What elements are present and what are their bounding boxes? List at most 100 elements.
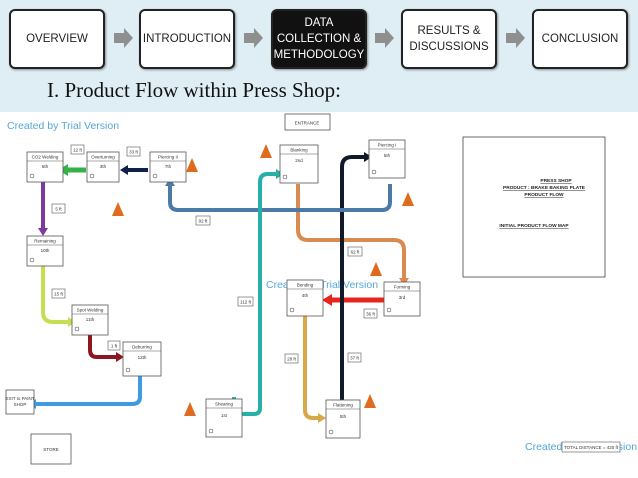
operator-icon [152,173,158,179]
chevron-right-icon [114,28,133,48]
operator-icon [386,307,392,313]
distance-text: 112 ft [240,300,252,305]
distance-label: 5 ft [51,203,66,214]
step-label: DATA COLLECTION & METHODOLOGY [274,15,365,63]
inventory-triangle-icon [364,394,376,408]
operator-icon [89,173,95,179]
station-piercing-1: Piercing I 5th [368,139,406,179]
distance-text: 1 ft [111,344,118,349]
distance-label: 62 ft [347,246,363,257]
inventory-triangle-icon [260,144,272,158]
section-heading: I. Product Flow within Press Shop: [47,78,342,102]
step-label: INTRODUCTION [142,33,232,45]
station-order: 5th [340,414,347,419]
step-label-line: RESULTS & [417,25,481,37]
station-name: Forming [394,285,411,290]
distance-text: 36 ft [366,312,376,317]
inventory-triangle-icon [184,402,196,416]
station-co2-welding: CO2 Welding 6th [26,151,64,183]
inventory-triangle-icon [112,202,124,216]
operator-icon [208,428,214,434]
step-data-collection[interactable]: DATA COLLECTION & METHODOLOGY [271,9,367,69]
station-name: Remaining [34,239,56,244]
step-label: CONCLUSION [541,33,619,45]
entrance-label: ENTRANCE [295,121,320,126]
distance-label: 15 ft [51,288,66,299]
distance-label: 92 ft [195,215,211,226]
step-conclusion[interactable]: CONCLUSION [532,9,628,69]
store-label: STORE [43,447,58,452]
step-label: OVERVIEW [26,33,88,45]
station-name: Deburring [132,345,152,350]
station-name: Flattening [333,403,353,408]
distance-text: 28 ft [287,357,297,362]
operator-icon [74,326,80,332]
station-order: 3th [100,164,107,169]
watermark: Created by Trial Version [7,120,119,132]
operator-icon [371,169,377,175]
chevron-right-icon [506,28,525,48]
distance-label: 12 ft [70,144,85,155]
step-label-line: DISCUSSIONS [409,41,489,53]
title-line: INITIAL PRODUCT FLOW MAP [499,223,569,229]
distance-label: 36 ft [363,308,378,319]
station-order: 10th [41,248,50,253]
station-name: Blanking [290,148,308,153]
inventory-triangle-icon [370,262,382,276]
station-order: 3rd [399,295,406,300]
station-order: 12th [138,355,147,360]
step-label: RESULTS & DISCUSSIONS [409,23,488,55]
inventory-triangle-icon [186,158,198,172]
station-shearing: Shearing 1st [205,398,243,438]
distance-text: 92 ft [199,219,209,224]
step-overview[interactable]: OVERVIEW [9,9,105,69]
step-results[interactable]: RESULTS & DISCUSSIONS [401,9,497,69]
distance-text: 15 ft [54,292,64,297]
distance-label: 37 ft [347,352,362,363]
station-name: Bending [297,283,314,288]
operator-icon [125,367,131,373]
station-spot-welding: Spot Welding 11th [71,304,109,336]
chevron-right-icon [375,28,394,48]
distance-text: 62 ft [351,250,361,255]
distance-label: 33 ft [126,146,141,157]
chevron-right-icon [244,28,263,48]
title-box [462,136,606,278]
station-order: 11th [86,317,95,322]
distance-text: 37 ft [350,356,360,361]
distance-label: 28 ft [284,353,299,364]
store-box [30,433,72,465]
station-deburring: Deburring 12th [122,341,162,377]
station-piercing-2: Piercing II 7th [149,151,187,183]
product-flow-map: Created by Trial Version Created by Tria… [5,113,637,465]
station-order: 7th [165,164,172,169]
distance-text: 33 ft [129,150,139,155]
title-line: PRODUCT : BRAKE BAKING PLATE [503,185,586,191]
operator-icon [289,307,295,313]
operator-icon [282,174,288,180]
operator-icon [29,257,35,263]
distance-text: 5 ft [55,207,62,212]
station-forming: Forming 3rd [383,281,421,317]
station-order: 4th [302,293,309,298]
station-blanking: Blanking 2nd [279,144,319,184]
exit-label: EXIT to PAINT [5,396,34,401]
step-label-line: DATA [304,17,334,29]
station-name: Piercing I [378,143,397,148]
total-distance-label: TOTAL DISTANCE = 420 ft [564,445,619,450]
step-introduction[interactable]: INTRODUCTION [139,9,235,69]
operator-icon [328,429,334,435]
station-order: 6th [42,164,49,169]
inventory-triangle-icon [402,192,414,206]
operator-icon [29,173,35,179]
step-label-line: COLLECTION & [276,33,362,45]
exit-box [5,389,35,415]
station-bending: Bending 4th [286,279,324,317]
entrance-box [284,113,331,131]
distance-label: 1 ft [107,340,121,351]
station-name: Shearing [215,402,234,407]
exit-label: SHOP [14,402,27,407]
station-name: CO2 Welding [32,155,59,160]
station-name: Spot Welding [77,308,104,313]
title-line: PRESS SHOP [540,178,572,184]
